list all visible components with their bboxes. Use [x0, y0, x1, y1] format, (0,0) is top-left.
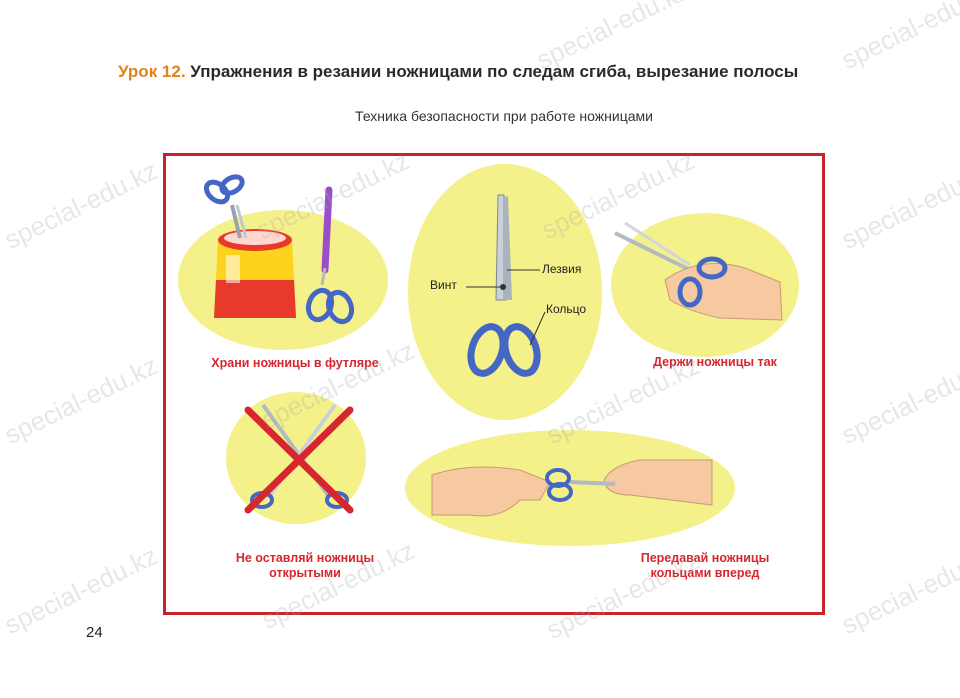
page-subtitle: Техника безопасности при работе ножницам… [355, 108, 653, 124]
labeled-scissors-icon [466, 194, 546, 377]
label-screw: Винт [430, 278, 457, 292]
purple-scissors-icon [305, 186, 355, 325]
caption-hold-like-this: Держи ножницы так [653, 355, 777, 369]
caption-dont-leave-open-line2: открытыми [269, 566, 341, 580]
page-number: 24 [86, 624, 103, 641]
caption-pass-rings-first-line1: Передавай ножницы [640, 551, 770, 565]
caption-pass-rings-first: Передавай ножницы кольцами вперед [605, 551, 805, 581]
caption-dont-leave-open: Не оставляй ножницы открытыми [195, 551, 415, 581]
scissors-case-icon [203, 174, 296, 318]
caption-dont-leave-open-line1: Не оставляй ножницы [235, 551, 375, 565]
lesson-title: Упражнения в резании ножницами по следам… [190, 62, 799, 81]
open-scissors-crossed-icon [244, 403, 354, 514]
hand-holding-scissors-icon [614, 221, 783, 321]
lesson-number: Урок 12. [118, 62, 186, 81]
label-ring: Кольцо [546, 302, 587, 316]
caption-store-in-case: Храни ножницы в футляре [211, 356, 379, 370]
caption-pass-rings-first-line2: кольцами вперед [650, 566, 760, 580]
passing-scissors-icon [431, 459, 713, 517]
page-title: Урок 12. Упражнения в резании ножницами … [118, 62, 938, 82]
label-blade: Лезвия [542, 262, 582, 276]
